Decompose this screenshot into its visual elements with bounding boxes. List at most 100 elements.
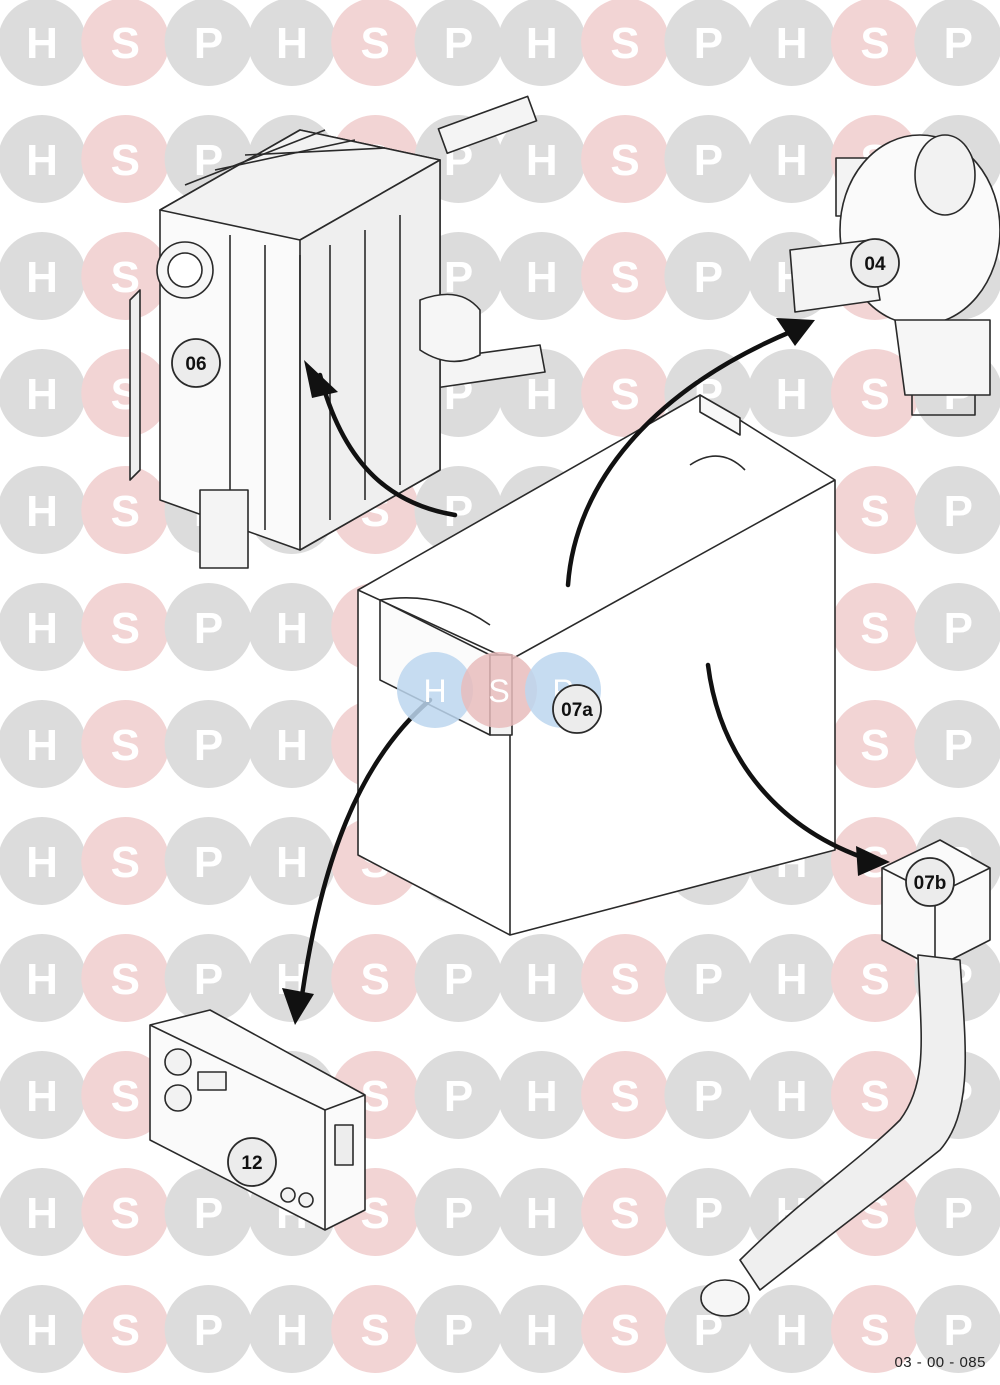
watermark-letter: S (610, 1306, 639, 1355)
callout-07b-label: 07b (914, 873, 947, 894)
watermark-circle (831, 583, 919, 671)
explosion-arrows (297, 327, 873, 1013)
watermark-letter: S (111, 955, 140, 1004)
watermark-letter: S (860, 721, 889, 770)
watermark-circle (247, 0, 336, 86)
watermark-circle (81, 934, 170, 1022)
watermark-circle (747, 115, 836, 203)
watermark-circle (0, 934, 86, 1022)
watermark-letter: S (610, 253, 639, 302)
watermark-circle (81, 0, 170, 86)
watermark-circle (414, 1168, 503, 1256)
heat-exchanger-part (129, 95, 546, 569)
callout-07b: 07b (905, 857, 955, 907)
watermark-circle (164, 583, 253, 671)
watermark-letter: P (194, 721, 223, 770)
badge-circle (397, 652, 473, 728)
arrow-to-flue-adaptor (705, 662, 873, 863)
watermark-circle (164, 1168, 253, 1256)
arrow-to-control-panel (297, 697, 433, 1013)
watermark-letter: H (276, 1306, 308, 1355)
callout-06: 06 (171, 338, 221, 388)
watermark-letter: P (944, 1189, 973, 1238)
watermark-letter: H (26, 487, 58, 536)
watermark-letter: P (944, 721, 973, 770)
watermark-circle (914, 466, 1000, 554)
watermark-letter: S (111, 721, 140, 770)
watermark-letter: S (361, 19, 390, 68)
watermark-circle (0, 115, 86, 203)
watermark-letter: S (860, 604, 889, 653)
watermark-circle (0, 700, 86, 788)
watermark-circle (497, 1051, 586, 1139)
watermark-circle (497, 1168, 586, 1256)
watermark-circle (247, 700, 336, 788)
watermark-letter: P (694, 1189, 723, 1238)
watermark-circle (414, 1051, 503, 1139)
watermark-letter: H (26, 370, 58, 419)
watermark-circle (81, 115, 170, 203)
watermark-letter: H (526, 1072, 558, 1121)
callout-04-label: 04 (864, 254, 886, 275)
watermark-circle (831, 349, 919, 437)
watermark-letter: P (944, 19, 973, 68)
watermark-letter: P (694, 136, 723, 185)
watermark-circle (664, 1051, 753, 1139)
callout-12: 12 (227, 1137, 277, 1187)
watermark-circle (581, 1051, 670, 1139)
watermark-circle (81, 349, 170, 437)
watermark-letter: S (111, 1306, 140, 1355)
watermark-letter: S (111, 604, 140, 653)
watermark-letter: H (26, 721, 58, 770)
watermark-letter: P (694, 253, 723, 302)
watermark-letter: H (276, 19, 308, 68)
arrow-head-icon (282, 988, 314, 1025)
badge-letter: S (488, 673, 509, 709)
watermark-circle (831, 1051, 919, 1139)
watermark-circle (0, 1051, 86, 1139)
watermark-circle (914, 583, 1000, 671)
watermark-letter: P (944, 1306, 973, 1355)
watermark-circle (331, 934, 420, 1022)
watermark-letter: S (610, 370, 639, 419)
watermark-circle (581, 115, 670, 203)
watermark-letter: H (26, 1072, 58, 1121)
watermark-circle (0, 817, 86, 905)
watermark-circle (581, 0, 670, 86)
watermark-letter: S (610, 955, 639, 1004)
watermark-circle (414, 0, 503, 86)
watermark-letter: H (526, 370, 558, 419)
watermark-circle (0, 349, 86, 437)
watermark-letter: H (526, 1306, 558, 1355)
arrow-head-icon (856, 846, 890, 876)
watermark-circle (414, 1285, 503, 1373)
watermark-letter: P (444, 1072, 473, 1121)
watermark-letter: S (361, 1306, 390, 1355)
watermark-circle (914, 700, 1000, 788)
watermark-circle (0, 0, 86, 86)
watermark-letter: S (111, 838, 140, 887)
arrow-head-icon (304, 360, 338, 398)
watermark-letter: H (526, 1189, 558, 1238)
watermark-letter: H (26, 604, 58, 653)
watermark-circle (497, 934, 586, 1022)
watermark-circle (331, 1285, 420, 1373)
watermark-circle (247, 1285, 336, 1373)
watermark-letter: H (526, 955, 558, 1004)
control-panel-part (149, 1009, 366, 1231)
watermark-letter: H (776, 370, 808, 419)
watermark-letter: S (111, 19, 140, 68)
watermark-letter: P (694, 955, 723, 1004)
watermark-circle (747, 349, 836, 437)
watermark-circle (247, 934, 336, 1022)
watermark-circle (81, 1285, 170, 1373)
watermark-letter: H (276, 604, 308, 653)
watermark-circle (81, 700, 170, 788)
watermark-letter: S (860, 955, 889, 1004)
watermark-letter: H (26, 1189, 58, 1238)
watermark-letter: S (610, 136, 639, 185)
watermark-circle (664, 115, 753, 203)
watermark-circle (414, 934, 503, 1022)
badge-letter: H (423, 673, 446, 709)
